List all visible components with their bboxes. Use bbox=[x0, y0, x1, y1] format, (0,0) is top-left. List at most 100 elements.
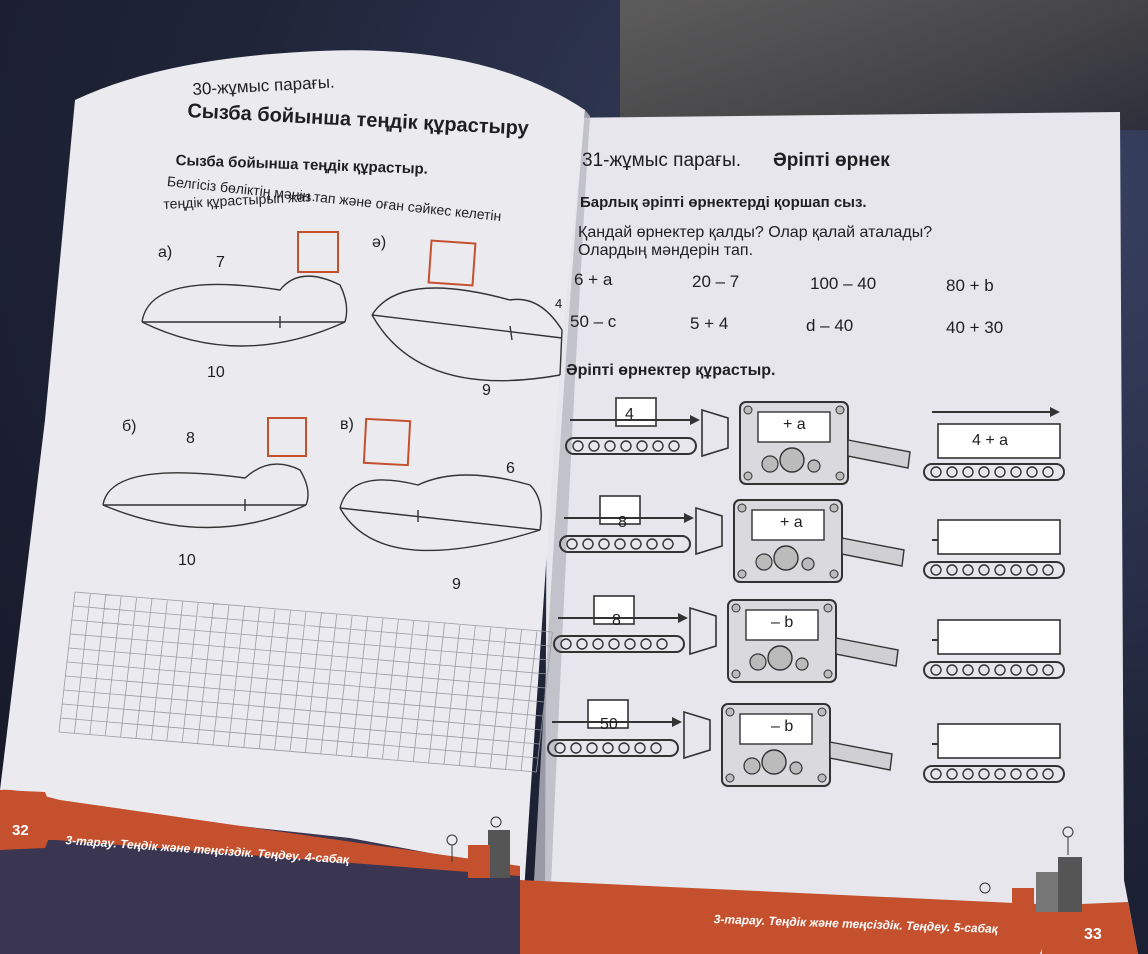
left-page-sheet bbox=[0, 50, 585, 954]
track-wheel bbox=[570, 742, 582, 754]
diagram-a-top: 7 bbox=[216, 254, 225, 271]
track-wheel bbox=[978, 466, 990, 478]
track-wheel bbox=[1026, 664, 1038, 676]
track-wheel bbox=[1010, 466, 1022, 478]
diagram-v-bottom: 9 bbox=[452, 576, 461, 593]
diagram-ae bbox=[371, 239, 563, 382]
gear-icon bbox=[761, 749, 787, 775]
track-wheel bbox=[962, 768, 974, 780]
expression: 20 – 7 bbox=[692, 272, 740, 291]
machine-input-value: 8 bbox=[618, 514, 627, 531]
machine-input-value: 50 bbox=[600, 716, 618, 733]
output-chute bbox=[847, 439, 911, 469]
track-wheel bbox=[608, 638, 620, 650]
arrow-head bbox=[678, 613, 688, 623]
input-box bbox=[599, 495, 641, 525]
track-wheel bbox=[668, 440, 680, 452]
screw bbox=[817, 707, 827, 717]
output-conveyor bbox=[923, 463, 1065, 481]
diagram-b bbox=[102, 417, 309, 529]
track-wheel bbox=[618, 742, 630, 754]
track-wheel bbox=[1026, 466, 1038, 478]
track-wheel bbox=[576, 638, 588, 650]
task1-line2: Қандай өрнектер қалды? Олар қалай аталад… bbox=[578, 224, 933, 241]
track-wheel bbox=[602, 742, 614, 754]
diagram-ae-label: ә) bbox=[372, 234, 387, 251]
track-wheel bbox=[1010, 564, 1022, 576]
track-wheel bbox=[572, 440, 584, 452]
input-conveyor bbox=[565, 437, 697, 455]
diagram-ae-bottom: 9 bbox=[482, 382, 491, 399]
screw bbox=[835, 405, 845, 415]
expression: 40 + 30 bbox=[946, 318, 1004, 337]
machine-operation: – b bbox=[771, 718, 794, 735]
machine-operation: + a bbox=[780, 514, 803, 531]
gear-icon bbox=[795, 657, 809, 671]
expression: 100 – 40 bbox=[810, 274, 877, 293]
track-wheel bbox=[598, 538, 610, 550]
climber-illustration-right bbox=[979, 826, 1082, 912]
diagram-v-right: 6 bbox=[506, 460, 515, 477]
track-wheel bbox=[624, 638, 636, 650]
arrow-head bbox=[1050, 407, 1060, 417]
expression: 80 + b bbox=[946, 276, 994, 295]
track-wheel bbox=[582, 538, 594, 550]
operation-display bbox=[739, 713, 813, 745]
track-wheel bbox=[646, 538, 658, 550]
track-wheel bbox=[994, 466, 1006, 478]
track-wheel bbox=[978, 564, 990, 576]
track-wheel bbox=[930, 768, 942, 780]
diagram-a-label: а) bbox=[158, 244, 173, 261]
gear-icon bbox=[789, 761, 803, 775]
track-wheel bbox=[930, 564, 942, 576]
track-wheel bbox=[588, 440, 600, 452]
screw bbox=[731, 603, 741, 613]
track-wheel bbox=[978, 768, 990, 780]
output-box bbox=[937, 519, 1061, 555]
track-wheel bbox=[1042, 564, 1054, 576]
diagram-b-bottom: 10 bbox=[178, 552, 196, 569]
output-box bbox=[937, 423, 1061, 459]
track-wheel bbox=[652, 440, 664, 452]
task1-heading: Барлық әріпті өрнектерді қоршап сыз. bbox=[580, 194, 867, 211]
screw bbox=[731, 669, 741, 679]
gear-icon bbox=[779, 447, 805, 473]
track-wheel bbox=[994, 768, 1006, 780]
track-wheel bbox=[962, 664, 974, 676]
screw bbox=[737, 503, 747, 513]
diagram-a bbox=[141, 231, 348, 347]
track-wheel bbox=[630, 538, 642, 550]
machine-output-value: 4 + a bbox=[972, 432, 1009, 449]
track-wheel bbox=[946, 466, 958, 478]
screw bbox=[823, 603, 833, 613]
track-wheel bbox=[1026, 768, 1038, 780]
input-box bbox=[593, 595, 635, 625]
input-conveyor bbox=[559, 535, 691, 553]
screw bbox=[817, 773, 827, 783]
machine-operation: + a bbox=[783, 416, 806, 433]
track-wheel bbox=[978, 664, 990, 676]
input-box bbox=[587, 699, 629, 729]
machine-funnel bbox=[695, 506, 723, 556]
gear-icon bbox=[807, 459, 821, 473]
expression: 5 + 4 bbox=[690, 314, 729, 333]
expression: 50 – c bbox=[570, 312, 617, 331]
machine-input-value: 4 bbox=[625, 406, 634, 423]
output-chute bbox=[835, 637, 899, 667]
track-wheel bbox=[1042, 664, 1054, 676]
worksheet-label-right: 31-жұмыс парағы. bbox=[582, 150, 742, 171]
answer-grid bbox=[58, 591, 553, 773]
machine-rows bbox=[547, 397, 1065, 787]
machine-funnel bbox=[683, 710, 711, 760]
output-conveyor bbox=[923, 661, 1065, 679]
track-wheel bbox=[962, 564, 974, 576]
track-wheel bbox=[586, 742, 598, 754]
diagram-b-top: 8 bbox=[186, 430, 195, 447]
task2-heading: Әріпті өрнектер құрастыр. bbox=[566, 362, 776, 379]
arrow-head bbox=[684, 513, 694, 523]
operation-display bbox=[751, 509, 825, 541]
screw bbox=[743, 471, 753, 481]
gear-icon bbox=[761, 455, 779, 473]
left-footer-band bbox=[0, 789, 520, 876]
operation-display bbox=[745, 609, 819, 641]
